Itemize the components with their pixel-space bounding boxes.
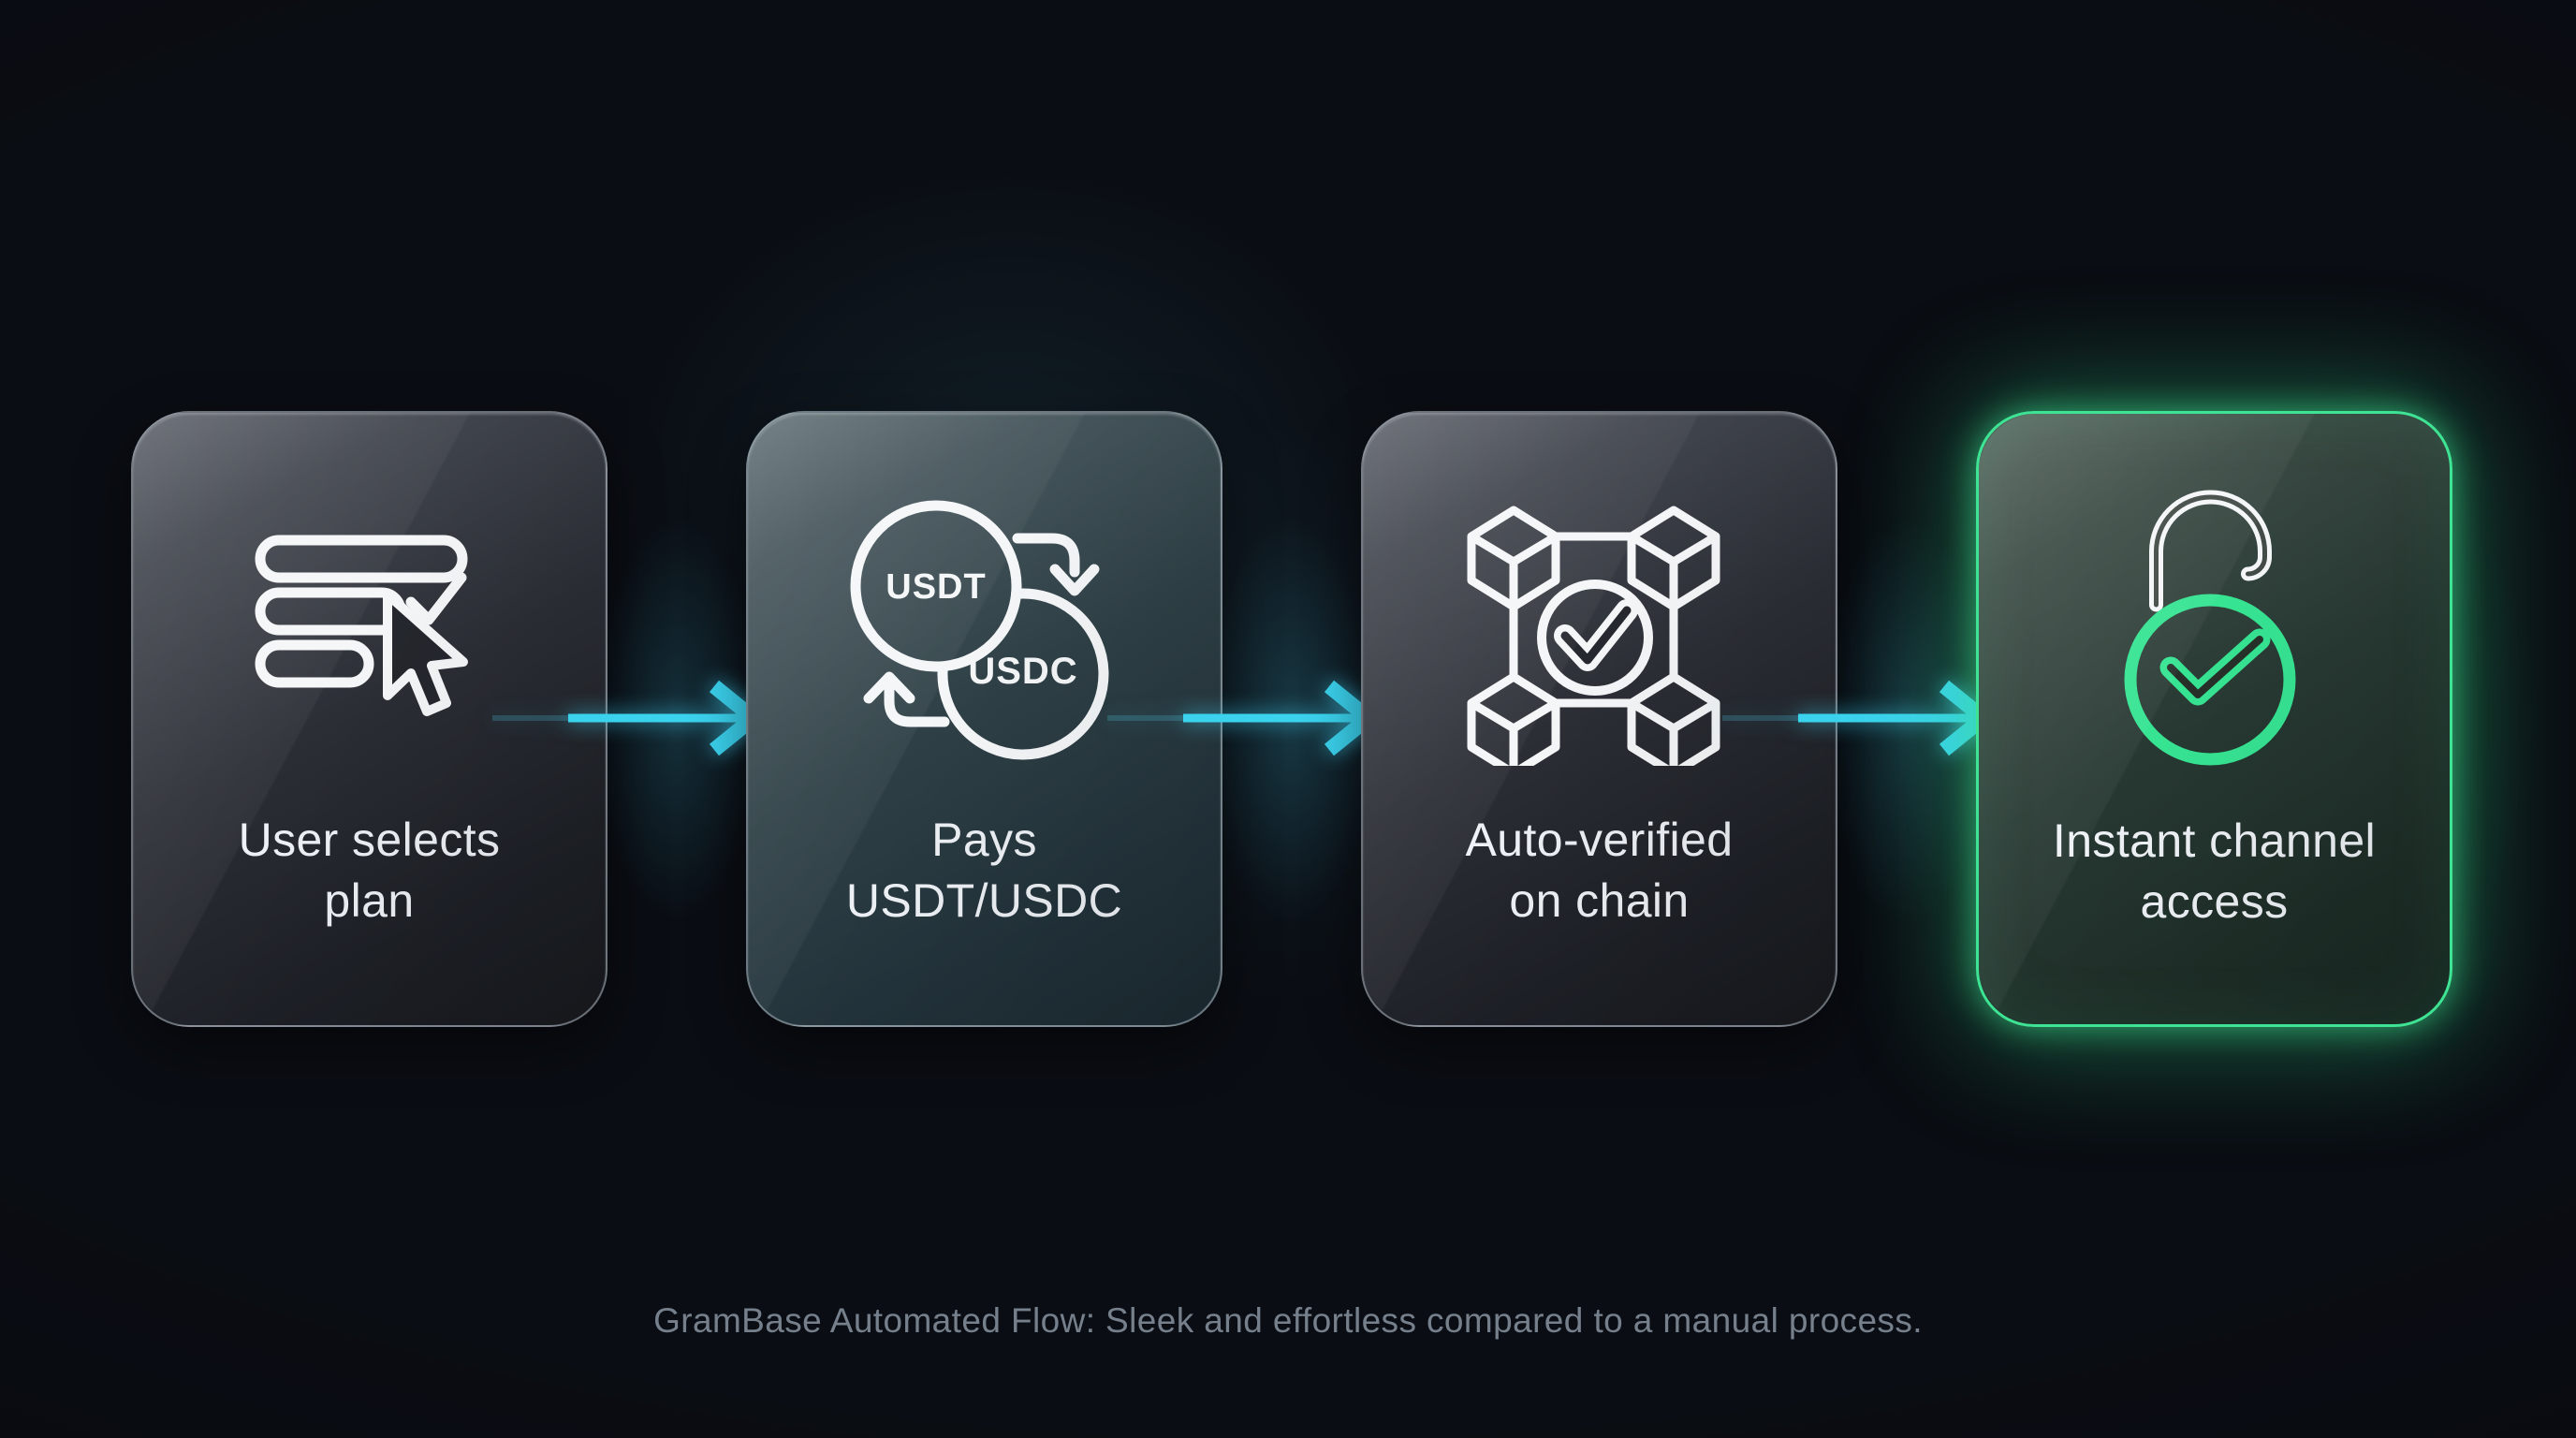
step-card-user-selects-plan: User selects plan: [131, 411, 607, 1027]
usdc-label: USDC: [968, 651, 1077, 692]
step-label-line: access: [2140, 875, 2289, 928]
step-label-line: plan: [324, 874, 415, 927]
step-label: User selects plan: [133, 810, 606, 932]
step-label-line: Instant channel: [2052, 814, 2377, 867]
step-label-line: User selects: [238, 814, 501, 866]
plan-list-cursor-icon: [133, 471, 606, 780]
unlock-check-icon: [2124, 490, 2295, 766]
step-label-line: Pays: [931, 814, 1037, 866]
plan-list-cursor-icon: [255, 535, 468, 716]
step-card-pays-usdt-usdc: USDT USDC Pays USDT/USDC: [746, 411, 1222, 1027]
caption-text: GramBase Automated Flow: Sleek and effor…: [653, 1301, 1923, 1340]
blockchain-verified-icon: [1363, 471, 1836, 780]
step-label: Instant channel access: [1979, 811, 2450, 932]
step-label: Pays USDT/USDC: [748, 810, 1221, 932]
step-label: Auto-verified on chain: [1363, 810, 1836, 932]
step-card-instant-channel-access: Instant channel access: [1976, 411, 2452, 1027]
step-label-line: USDT/USDC: [845, 874, 1123, 927]
step-label-line: on chain: [1509, 874, 1690, 927]
usdt-usdc-swap-icon: USDT USDC: [748, 471, 1221, 780]
blockchain-verified-icon: [1459, 485, 1740, 766]
usdt-label: USDT: [886, 567, 986, 607]
unlock-check-icon: [1979, 472, 2450, 781]
step-label-line: Auto-verified: [1465, 814, 1734, 866]
usdt-usdc-swap-icon: USDT USDC: [850, 500, 1108, 760]
step-card-auto-verified-on-chain: Auto-verified on chain: [1361, 411, 1837, 1027]
